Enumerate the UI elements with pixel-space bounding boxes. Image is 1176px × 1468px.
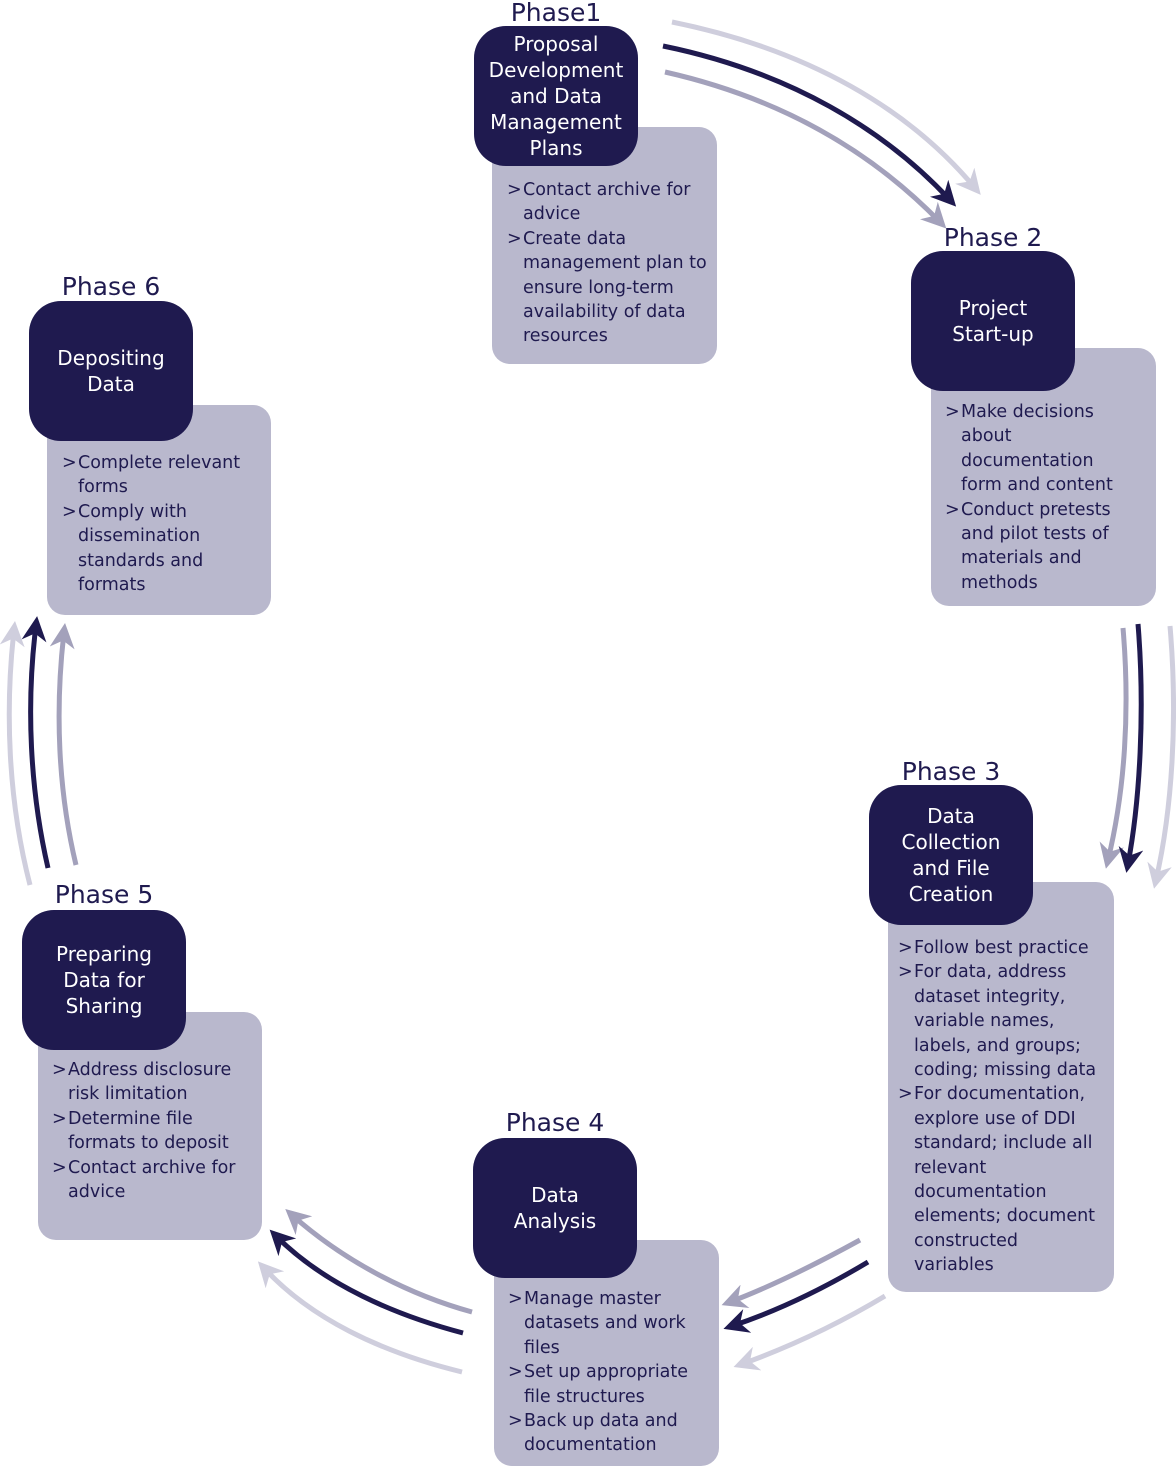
list-item: >Conduct pretests and pilot tests of mat… bbox=[945, 499, 1111, 593]
list-item: >Contact archive for advice bbox=[507, 180, 691, 225]
list-item: >For documentation, explore use of DDI s… bbox=[898, 1084, 1096, 1276]
arrow-group-5-to-6 bbox=[0, 616, 79, 886]
arrow-dark bbox=[1118, 623, 1144, 873]
arrow-group-3-to-4 bbox=[721, 1237, 887, 1371]
arrow-mid bbox=[49, 623, 79, 866]
phase-3-items: >Follow best practice >For data, address… bbox=[898, 936, 1100, 1278]
list-item: >Contact archive for advice bbox=[52, 1157, 236, 1203]
phase-5-items: >Address disclosure risk limitation >Det… bbox=[52, 1058, 252, 1204]
arrow-light bbox=[1147, 625, 1176, 889]
arrow-dark bbox=[723, 1259, 870, 1333]
phase-6-title-box: Depositing Data bbox=[29, 301, 193, 441]
list-item: >Make decisions about documentation form… bbox=[945, 402, 1113, 496]
arrow-group-4-to-5 bbox=[257, 1209, 473, 1375]
list-item: >Set up appropriate file structures bbox=[508, 1362, 689, 1407]
list-item: >Comply with dissemination standards and… bbox=[62, 501, 204, 596]
list-item: >Address disclosure risk limitation bbox=[52, 1060, 232, 1105]
arrow-dark bbox=[269, 1229, 464, 1336]
phase-5-title: Preparing Data for Sharing bbox=[56, 942, 152, 1018]
arrow-group-1-to-2 bbox=[662, 19, 981, 229]
phase-6-title: Depositing Data bbox=[57, 346, 165, 396]
arrow-mid bbox=[721, 1237, 862, 1309]
phase-1-title: Proposal Development and Data Management… bbox=[488, 32, 624, 160]
list-item: >Manage master datasets and work files bbox=[508, 1289, 686, 1358]
list-item: >Create data management plan to ensure l… bbox=[507, 228, 707, 347]
phase-1-title-box: Proposal Development and Data Management… bbox=[474, 26, 638, 166]
phase-2-title-box: Project Start-up bbox=[911, 251, 1075, 391]
arrow-group-2-to-3 bbox=[1099, 623, 1176, 889]
phase-5-label: Phase 5 bbox=[54, 880, 154, 909]
list-item: >Back up data and documentation bbox=[508, 1411, 678, 1456]
phase-1-label: Phase1 bbox=[510, 0, 602, 27]
arrow-mid bbox=[285, 1209, 473, 1315]
arrow-light bbox=[0, 621, 33, 886]
list-item: >Follow best practice bbox=[898, 938, 1089, 958]
arrow-light bbox=[733, 1293, 887, 1371]
arrow-dark bbox=[662, 43, 957, 207]
phase-1-detail-box bbox=[492, 127, 717, 364]
arrow-light bbox=[257, 1261, 463, 1375]
phase-3-title: Data Collection and File Creation bbox=[901, 804, 1001, 906]
phase-3-title-box: Data Collection and File Creation bbox=[869, 785, 1033, 925]
phase-6-label: Phase 6 bbox=[61, 272, 161, 301]
phase-4-label: Phase 4 bbox=[505, 1108, 605, 1137]
phase-1-items: >Contact archive for advice >Create data… bbox=[507, 178, 712, 349]
arrow-mid bbox=[1099, 627, 1129, 869]
phase-2-detail-box bbox=[931, 348, 1156, 606]
list-item: >Complete relevant forms bbox=[62, 453, 241, 498]
phase-2-label: Phase 2 bbox=[943, 223, 1043, 252]
arrow-light bbox=[671, 19, 981, 195]
phase-4-items: >Manage master datasets and work files >… bbox=[508, 1287, 708, 1458]
list-item: >For data, address dataset integrity, va… bbox=[898, 962, 1097, 1081]
phase-4-title: Data Analysis bbox=[513, 1183, 597, 1233]
phase-2-title: Project Start-up bbox=[952, 296, 1034, 346]
phase-3-detail-box bbox=[888, 882, 1114, 1292]
phase-5-title-box: Preparing Data for Sharing bbox=[22, 910, 186, 1050]
arrow-dark bbox=[21, 616, 51, 869]
phase-4-title-box: Data Analysis bbox=[473, 1138, 637, 1278]
arrow-mid bbox=[664, 69, 947, 229]
phase-2-items: >Make decisions about documentation form… bbox=[945, 400, 1120, 595]
list-item: >Determine file formats to deposit bbox=[52, 1108, 229, 1154]
phase-3-label: Phase 3 bbox=[901, 757, 1001, 786]
phase-5-detail-box bbox=[38, 1012, 262, 1240]
phase-6-items: >Complete relevant forms >Comply with di… bbox=[62, 451, 262, 597]
